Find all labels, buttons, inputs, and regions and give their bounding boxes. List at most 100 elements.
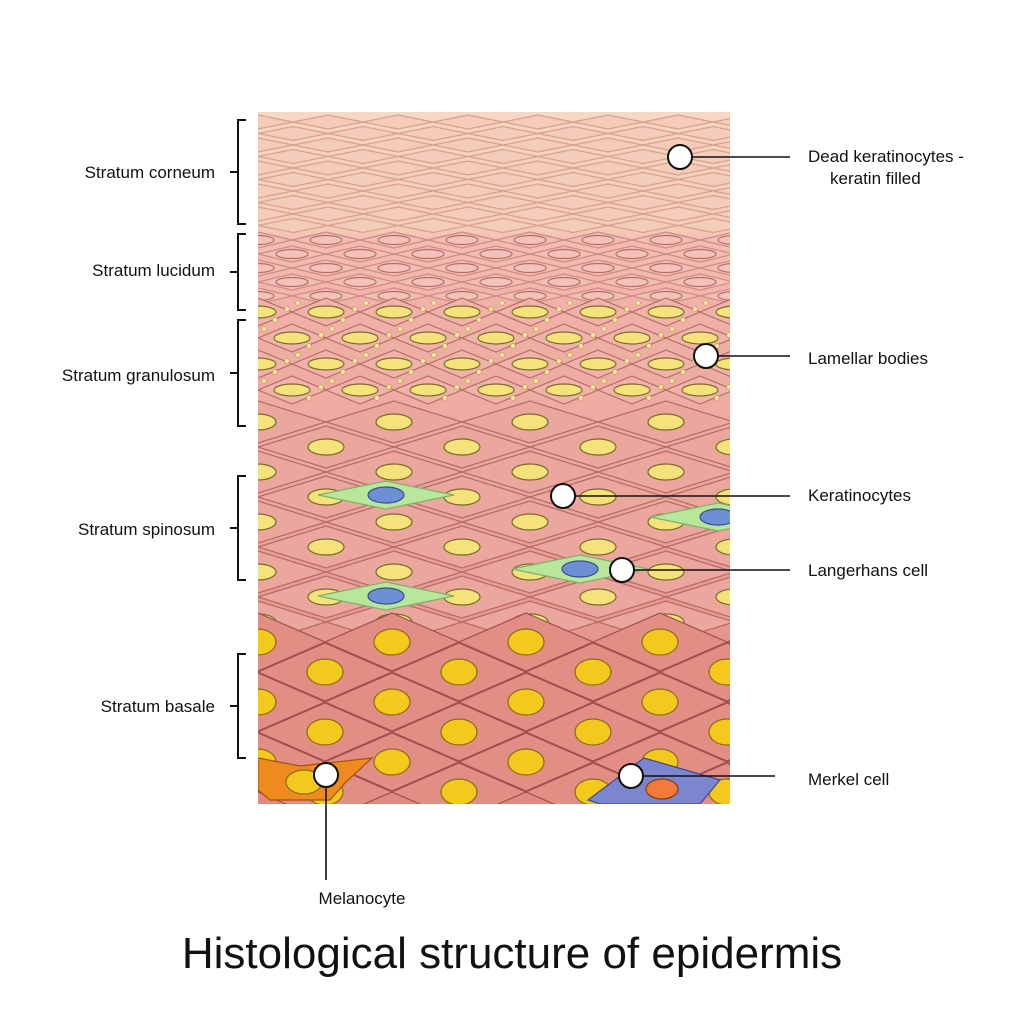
layer-label-granulosum: Stratum granulosum — [62, 366, 215, 385]
lamellar-granule — [386, 384, 392, 390]
cell — [57, 613, 191, 671]
lamellar-granule — [340, 369, 346, 375]
cell-nucleus — [172, 439, 208, 455]
cell — [734, 376, 802, 404]
lamellar-granule — [465, 378, 471, 384]
cell-nucleus — [581, 234, 615, 246]
lamellar-granule — [714, 343, 720, 349]
cell-nucleus — [309, 262, 343, 274]
cell-nucleus — [373, 688, 411, 716]
cell — [794, 703, 928, 761]
cell-nucleus — [306, 658, 344, 686]
lamellar-granule — [442, 395, 448, 401]
cell-nucleus — [715, 438, 730, 456]
lamellar-granule — [476, 369, 482, 375]
cell-nucleus — [641, 628, 679, 656]
lamellar-granule — [692, 306, 698, 312]
cell-nucleus — [275, 248, 309, 260]
cell-nucleus — [752, 278, 784, 287]
cell-nucleus — [477, 331, 515, 345]
cell-nucleus — [579, 357, 617, 371]
cell-nucleus — [208, 250, 240, 259]
callout-dead-keratinocytes: Dead keratinocytes -keratin filled — [667, 144, 964, 188]
spinosum-row — [54, 450, 730, 494]
lamellar-granule — [544, 317, 550, 323]
basale-row — [57, 612, 730, 672]
callout-lamellar-bodies: Lamellar bodies — [693, 343, 928, 369]
lamellar-granule — [749, 318, 754, 323]
layer-bracket — [230, 233, 246, 311]
cell-nucleus — [507, 628, 545, 656]
lamellar-granule — [783, 396, 788, 401]
cell-nucleus — [647, 357, 685, 371]
cell — [748, 219, 818, 233]
cell-nucleus — [307, 438, 345, 456]
cell-nucleus — [375, 305, 413, 319]
cell-nucleus — [104, 414, 140, 430]
lamellar-granule — [217, 307, 222, 312]
lucidum-row — [208, 245, 730, 263]
lamellar-granule — [533, 326, 539, 332]
cell-nucleus — [258, 688, 277, 716]
cell-nucleus — [750, 384, 786, 396]
basale-row — [258, 672, 730, 732]
lamellar-granule — [510, 343, 516, 349]
cell — [748, 127, 818, 141]
cell-nucleus — [717, 235, 730, 245]
cell-nucleus — [545, 383, 583, 397]
cell-nucleus — [172, 589, 208, 605]
cell-nucleus — [373, 748, 411, 776]
cell-nucleus — [843, 719, 879, 745]
cell-nucleus — [343, 276, 377, 288]
layer-label-corneum: Stratum corneum — [85, 163, 215, 182]
callout-keratinocytes: Keratinocytes — [550, 483, 911, 509]
cell-nucleus — [511, 413, 549, 431]
cell-nucleus — [443, 488, 481, 506]
cell — [734, 274, 802, 290]
lamellar-granule — [556, 358, 562, 364]
cell-nucleus — [784, 614, 820, 630]
cell — [677, 125, 730, 142]
cell-nucleus — [613, 331, 651, 345]
lamellar-granule — [488, 358, 494, 364]
cell-nucleus — [375, 413, 413, 431]
cell-nucleus — [258, 234, 275, 246]
cell-nucleus — [106, 629, 142, 655]
lamellar-granule — [510, 395, 516, 401]
cell-nucleus — [273, 331, 311, 345]
cell-nucleus — [717, 263, 730, 273]
cell-nucleus — [172, 306, 208, 318]
cell-nucleus — [258, 413, 277, 431]
cell-nucleus — [258, 463, 277, 481]
callouts: Dead keratinocytes -keratin filledLamell… — [313, 144, 964, 908]
cell-nucleus — [309, 234, 343, 246]
lamellar-granule — [533, 378, 539, 384]
cell-nucleus — [511, 357, 549, 371]
cell — [698, 298, 730, 326]
lamellar-granule — [590, 384, 596, 390]
layer-bracket — [230, 119, 246, 225]
lamellar-granule — [499, 300, 505, 306]
cell — [153, 184, 223, 198]
lucidum-row — [258, 287, 730, 305]
granulosum-row — [258, 323, 800, 353]
cell-nucleus — [574, 658, 612, 686]
cell-nucleus — [511, 463, 549, 481]
cell — [725, 640, 730, 644]
cell-nucleus — [547, 276, 581, 288]
callout-merkel-cell: Merkel cell — [618, 763, 889, 789]
cell-nucleus — [717, 291, 730, 301]
cell — [734, 401, 870, 443]
lamellar-granule — [795, 333, 800, 338]
lamellar-granule — [251, 385, 256, 390]
cell-nucleus — [708, 718, 730, 746]
layer-label-basale: Stratum basale — [101, 697, 215, 716]
lamellar-granule — [488, 306, 494, 312]
cell — [54, 451, 190, 493]
cell-nucleus — [341, 383, 379, 397]
lamellar-granule — [556, 306, 562, 312]
callout-langerhans-cell: Langerhans cell — [609, 557, 928, 583]
cell — [658, 642, 730, 702]
cell-nucleus — [708, 658, 730, 686]
